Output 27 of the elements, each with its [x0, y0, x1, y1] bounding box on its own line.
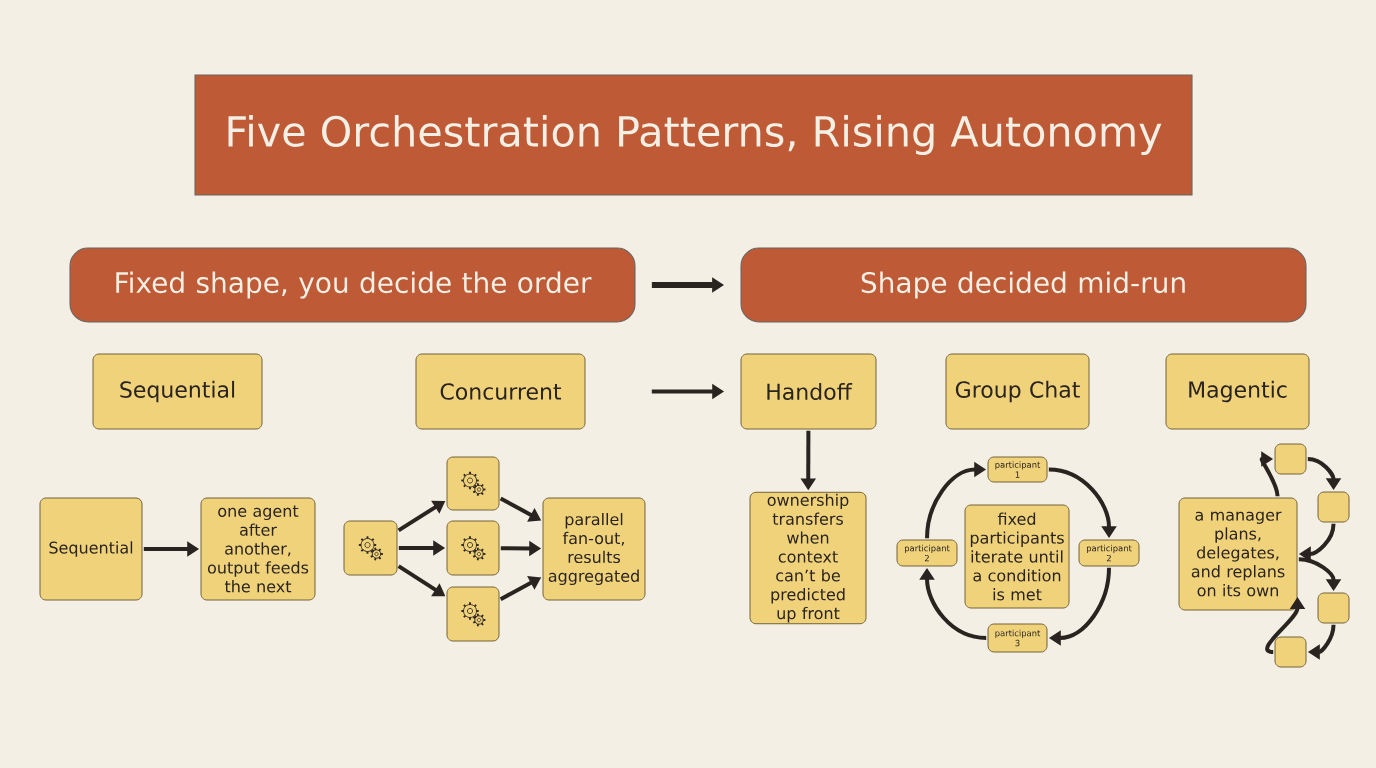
title-banner: Five Orchestration Patterns, Rising Autonomy [194, 74, 1193, 196]
process-box: ownership transfers when context can’t be predicted up front [749, 491, 867, 625]
agent-box [1274, 443, 1307, 475]
participant-box: participant 2 [896, 539, 958, 567]
pattern-box: Concurrent [415, 353, 586, 430]
pattern-box: Handoff [740, 353, 877, 430]
agent-box [1274, 636, 1307, 668]
participant-box: participant 2 [1078, 539, 1140, 567]
process-box: parallel fan-out, results aggregated [542, 497, 646, 601]
agent-box [446, 586, 500, 642]
process-box: fixed participants iterate until a condition is met [964, 504, 1070, 609]
participant-box: participant 3 [987, 623, 1048, 653]
agent-box [446, 456, 500, 511]
process-box: one agent after another, output feeds the next [200, 497, 316, 601]
agent-box [343, 520, 398, 576]
agent-box [1317, 491, 1350, 523]
arrow [1260, 451, 1280, 497]
agent-box [1317, 592, 1350, 624]
pattern-box: Group Chat [945, 353, 1090, 430]
pattern-box: Sequential [92, 353, 263, 430]
section-banner: Fixed shape, you decide the order [69, 247, 636, 323]
section-banner: Shape decided mid-run [740, 247, 1307, 323]
process-box: a manager plans, delegates, and replans on its own [1178, 497, 1298, 611]
agent-box [446, 520, 500, 576]
pattern-box: Magentic [1165, 353, 1310, 430]
participant-box: participant 1 [987, 456, 1048, 483]
process-box: Sequential [39, 497, 143, 601]
